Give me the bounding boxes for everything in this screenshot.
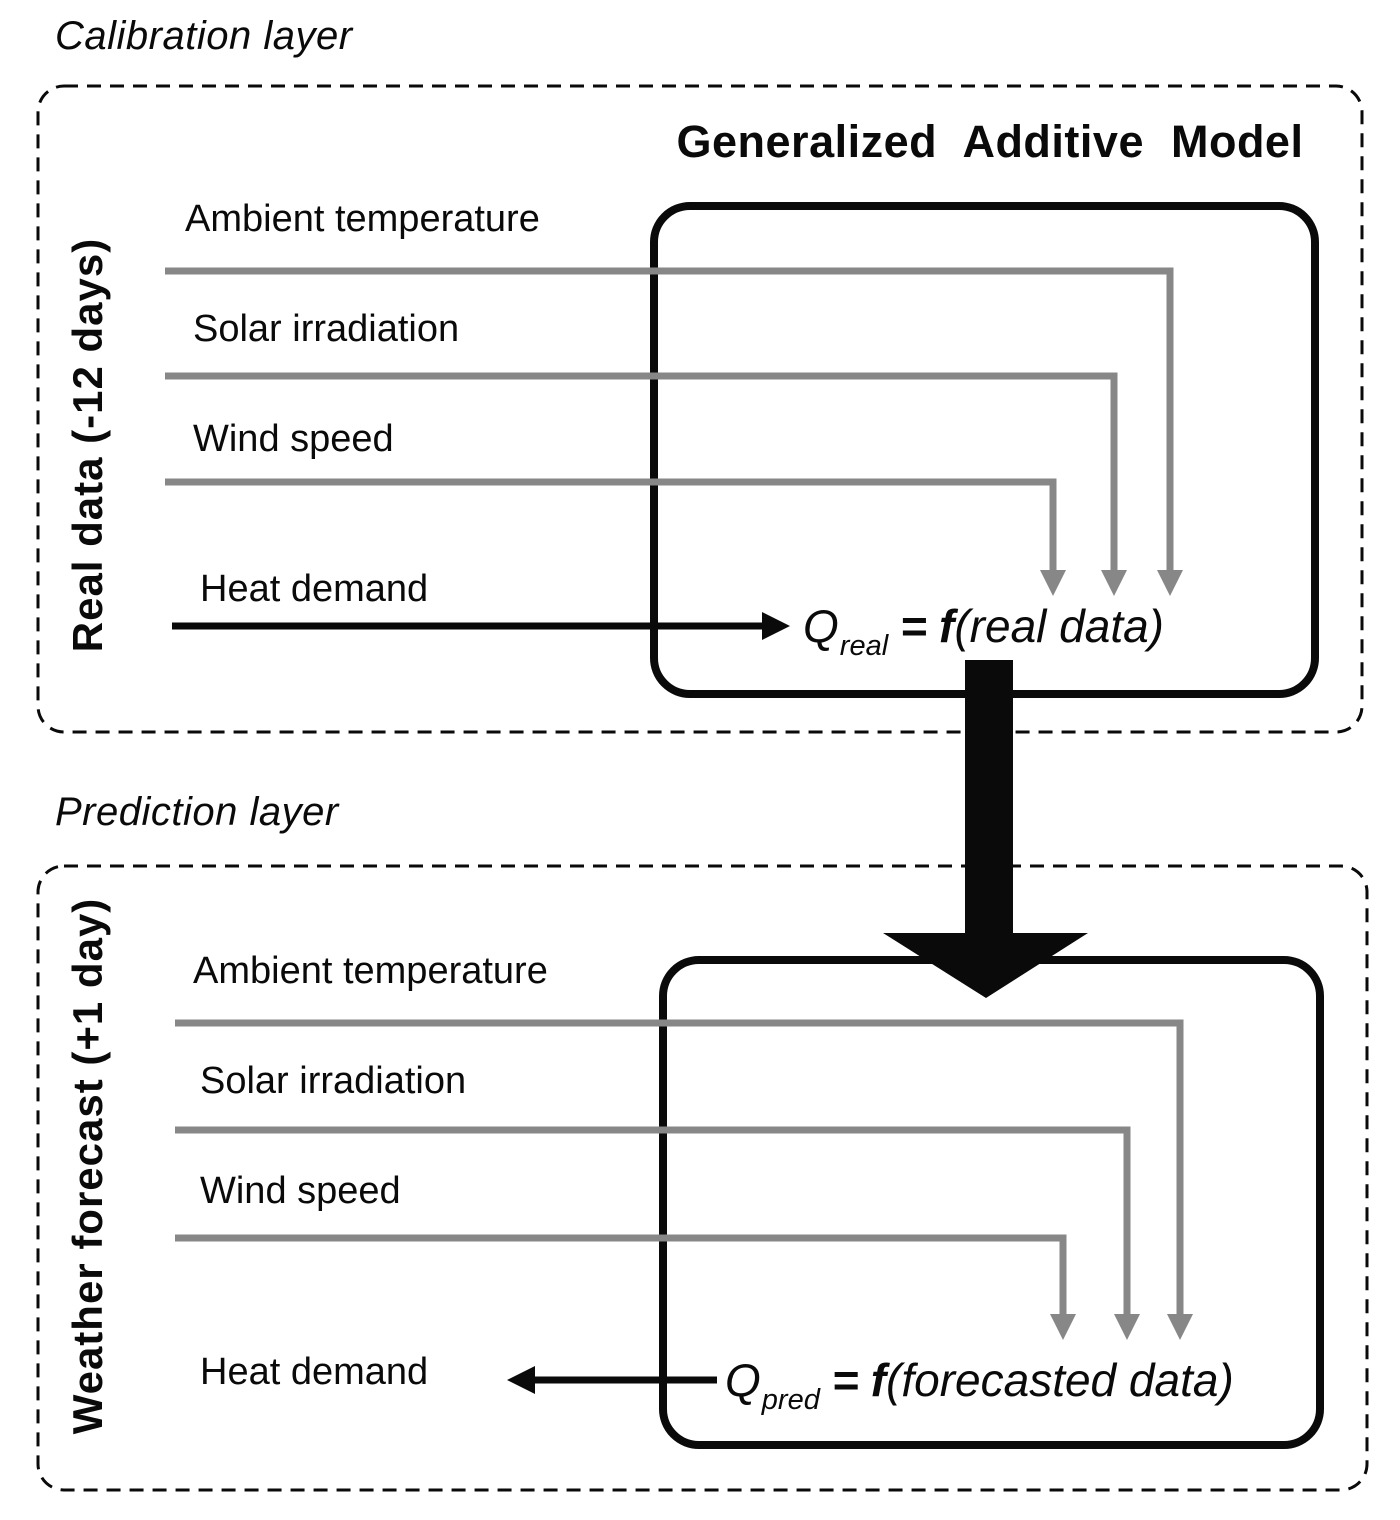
calibration-solar-irradiation-arrowhead-icon xyxy=(1101,570,1127,596)
prediction-formula-args: (forecasted data) xyxy=(886,1354,1234,1406)
prediction-heat-demand-arrowhead-icon xyxy=(507,1366,535,1394)
model-transfer-arrow-icon xyxy=(883,660,1088,998)
prediction-formula-f: f xyxy=(870,1354,887,1406)
calibration-heat-demand-label: Heat demand xyxy=(200,568,429,610)
calibration-input-ambient-temperature: Ambient temperature xyxy=(185,198,540,240)
calibration-formula-subscript: real xyxy=(839,630,889,662)
prediction-formula-q: Q xyxy=(725,1354,761,1406)
prediction-solar-irradiation-arrowhead-icon xyxy=(1114,1314,1140,1340)
prediction-wind-speed-line xyxy=(175,1234,1067,1316)
calibration-input-solar-irradiation: Solar irradiation xyxy=(193,308,460,350)
prediction-formula: Qpred =f(forecasted data) xyxy=(725,1352,1234,1416)
prediction-input-solar-irradiation: Solar irradiation xyxy=(200,1060,467,1102)
prediction-formula-subscript: pred xyxy=(761,1384,820,1416)
calibration-formula-f: f xyxy=(939,600,955,652)
calibration-heat-demand-arrowhead-icon xyxy=(762,612,790,640)
calibration-formula-args: (real data) xyxy=(954,600,1164,652)
calibration-layer-border xyxy=(36,84,1364,734)
calibration-side-label: Real data (-12 days) xyxy=(64,237,111,653)
calibration-formula-q: Q xyxy=(803,600,839,652)
prediction-formula-equals: = xyxy=(831,1354,859,1406)
calibration-ambient-temperature-arrowhead-icon xyxy=(1157,570,1183,596)
prediction-wind-speed-arrowhead-icon xyxy=(1050,1314,1076,1340)
calibration-wind-speed-arrowhead-icon xyxy=(1040,570,1066,596)
prediction-input-wind-speed: Wind speed xyxy=(200,1170,401,1212)
calibration-formula: Qreal =f(real data) xyxy=(803,598,1164,662)
calibration-layer-label: Calibration layer xyxy=(55,14,353,58)
prediction-ambient-temperature-arrowhead-icon xyxy=(1167,1314,1193,1340)
calibration-ambient-temperature-line xyxy=(165,267,1174,572)
calibration-formula-equals: = xyxy=(900,600,928,652)
prediction-layer-label: Prediction layer xyxy=(55,790,339,834)
prediction-ambient-temperature-line xyxy=(175,1019,1184,1316)
calibration-wind-speed-line xyxy=(165,478,1057,572)
calibration-input-wind-speed: Wind speed xyxy=(193,418,394,460)
gam-title: Generalized Additive Model xyxy=(676,116,1304,167)
prediction-heat-demand-label: Heat demand xyxy=(200,1351,429,1393)
prediction-solar-irradiation-line xyxy=(175,1126,1131,1316)
calibration-solar-irradiation-line xyxy=(165,372,1118,572)
prediction-input-ambient-temperature: Ambient temperature xyxy=(193,950,548,992)
prediction-side-label: Weather forecast (+1 day) xyxy=(64,897,111,1435)
